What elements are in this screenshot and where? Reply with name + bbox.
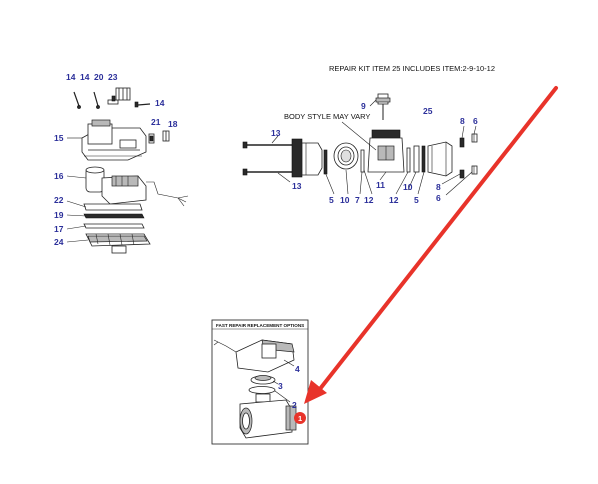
label-14c: 14 (155, 98, 165, 108)
label-5a: 5 (329, 195, 334, 205)
part-21-clip (148, 133, 155, 144)
part-17-gasket (83, 223, 145, 229)
nut-6-bottom (471, 165, 478, 175)
label-20: 20 (94, 72, 104, 82)
label-25: 25 (423, 106, 433, 116)
label-10a: 10 (340, 195, 350, 205)
label-24: 24 (54, 237, 64, 247)
stud-13a (242, 141, 292, 149)
inset-actuator-4 (213, 339, 295, 373)
label-11: 11 (376, 180, 385, 190)
label-18: 18 (168, 119, 178, 129)
left-actuator-assembly: 14 14 20 23 14 15 21 18 16 22 19 17 24 (54, 72, 189, 254)
label-7: 7 (355, 195, 360, 205)
seal-12-right (406, 147, 411, 173)
screw-14a (73, 91, 81, 109)
callout-arrow (304, 86, 558, 404)
inset-label-2: 2 (292, 400, 297, 410)
screw-14b (93, 91, 100, 109)
label-16: 16 (54, 171, 64, 181)
part-15-motor-housing (81, 119, 147, 161)
part-23-connector (115, 87, 131, 101)
seat-10-right (413, 145, 420, 173)
inset-gasket-2 (248, 386, 276, 394)
label-6b: 6 (436, 193, 441, 203)
screw-14c (134, 101, 151, 108)
inset-adapter-3 (250, 375, 276, 385)
stud-13b (242, 168, 292, 176)
label-6a: 6 (473, 116, 478, 126)
oring-5-right (421, 145, 426, 173)
stem-9 (375, 93, 391, 120)
bolt-8-bottom (459, 169, 465, 179)
seal-12-left (360, 149, 365, 173)
nut-6-top (471, 133, 478, 143)
label-12a: 12 (364, 195, 374, 205)
part-16-gear-assembly (85, 166, 189, 207)
fast-repair-caption: FAST REPAIR REPLACEMENT OPTIONS (216, 323, 304, 328)
bolt-8-top (459, 137, 465, 148)
body-style-caption: BODY STYLE MAY VARY (284, 112, 370, 121)
oring-5-left (323, 149, 328, 175)
inset-valve-body (239, 393, 297, 439)
callout-marker-label: 1 (298, 414, 302, 423)
label-14a: 14 (66, 72, 76, 82)
part-18-clip (162, 130, 170, 142)
label-21: 21 (151, 117, 161, 127)
part-22-plate (83, 203, 143, 211)
fast-repair-inset: FAST REPAIR REPLACEMENT OPTIONS (211, 319, 309, 445)
valve-body-11 (367, 129, 405, 173)
label-5b: 5 (414, 195, 419, 205)
inset-label-3: 3 (278, 381, 283, 391)
ball-7 (340, 149, 352, 163)
end-connector-right (427, 141, 453, 177)
label-17: 17 (54, 224, 64, 234)
part-19-gasket (83, 213, 145, 219)
label-8a: 8 (460, 116, 465, 126)
repair-kit-caption: REPAIR KIT ITEM 25 INCLUDES ITEM:2-9-10-… (329, 64, 495, 73)
label-12b: 12 (389, 195, 399, 205)
part-20-terminal (107, 95, 119, 105)
label-13a: 13 (271, 128, 281, 138)
label-14b: 14 (80, 72, 90, 82)
part-24-base (85, 233, 151, 254)
right-valve-assembly: REPAIR KIT ITEM 25 INCLUDES ITEM:2-9-10-… (242, 64, 495, 205)
label-19: 19 (54, 210, 64, 220)
label-13b: 13 (292, 181, 302, 191)
callout-marker: 1 (294, 412, 306, 424)
label-15: 15 (54, 133, 64, 143)
label-10b: 10 (403, 182, 413, 192)
label-9: 9 (361, 101, 366, 111)
inset-label-4: 4 (295, 364, 300, 374)
label-8b: 8 (436, 182, 441, 192)
label-23: 23 (108, 72, 118, 82)
label-22: 22 (54, 195, 64, 205)
end-connector-left (291, 138, 323, 178)
